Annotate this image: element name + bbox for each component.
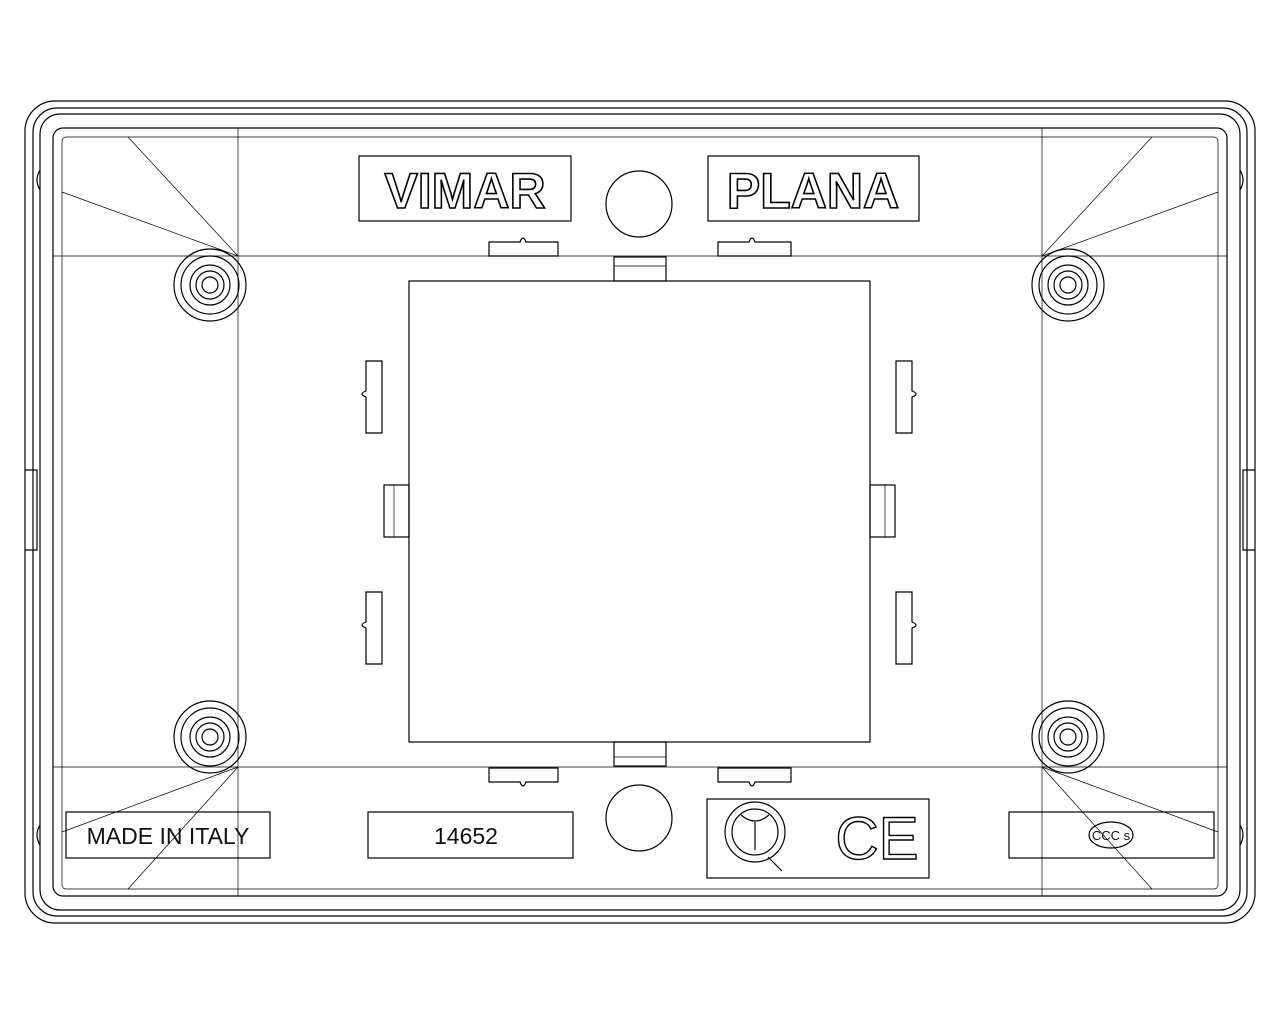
central-opening — [383, 256, 896, 767]
ccc-label-box: CCC s — [1008, 811, 1215, 859]
brand-label-box: VIMAR — [358, 155, 572, 222]
plate-frame — [24, 100, 1256, 924]
code-label-box: 14652 — [367, 811, 574, 859]
round-hole-bottom — [605, 784, 673, 852]
screw-boss-top-left — [173, 248, 247, 322]
construction-lines — [53, 128, 1227, 896]
series-label: PLANA — [727, 163, 899, 219]
origin-label-box: MADE IN ITALY — [65, 811, 271, 859]
code-label: 14652 — [434, 823, 498, 849]
certification-box: CE — [706, 798, 930, 879]
svg-text:CCC s: CCC s — [1092, 828, 1131, 843]
origin-label: MADE IN ITALY — [87, 823, 250, 849]
series-label-box: PLANA — [707, 155, 920, 222]
ce-mark: CE — [835, 805, 918, 872]
brand-label: VIMAR — [384, 163, 545, 219]
round-hole-top — [605, 170, 673, 238]
screw-boss-bottom-left — [173, 700, 247, 774]
imq-mark-icon — [724, 801, 786, 872]
mounting-clips — [361, 237, 917, 787]
screw-boss-top-right — [1031, 248, 1105, 322]
screw-boss-bottom-right — [1031, 700, 1105, 774]
ccc-mark-icon: CCC s — [1088, 821, 1134, 849]
